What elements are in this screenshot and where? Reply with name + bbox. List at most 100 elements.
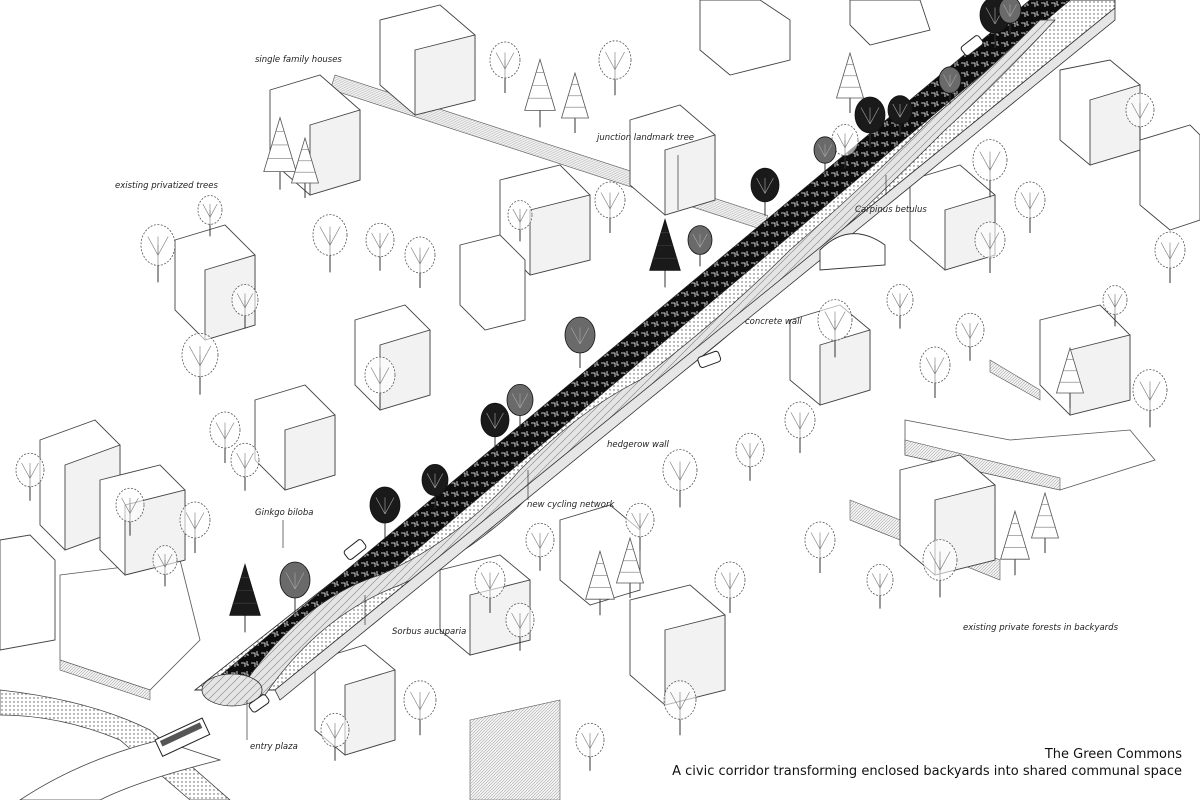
deciduous-tree [1102,285,1128,327]
deciduous-tree [320,712,350,761]
deciduous-tree [1014,181,1046,233]
house [1039,304,1131,416]
label-hedgerow-wall: hedgerow wall [607,440,669,450]
deciduous-tree [662,449,698,508]
deciduous-tree [480,402,510,451]
conifer-tree [585,549,615,616]
house [354,304,431,411]
deciduous-tree [115,487,145,536]
house [849,0,931,46]
title-block: The Green Commons A civic corridor trans… [672,746,1182,780]
label-existing-privatized-trees: existing privatized trees [115,181,218,191]
deciduous-tree [507,200,533,242]
label-new-cycling-network: new cycling network [527,500,615,510]
deciduous-tree [886,283,914,329]
conifer-tree [1055,346,1085,408]
deciduous-tree [152,545,178,587]
conifer-tree [1000,509,1030,576]
label-entry-plaza: entry plaza [250,742,298,752]
conifer-tree [263,116,297,190]
deciduous-tree [750,167,780,216]
deciduous-tree [784,401,816,453]
deciduous-tree [714,561,746,613]
deciduous-tree [663,680,697,736]
deciduous-tree [625,502,655,551]
tree-layer [15,0,1186,771]
deciduous-tree [831,124,859,169]
deciduous-tree [866,564,894,609]
deciduous-tree [179,501,211,553]
conifer-tree [524,58,556,128]
car [248,694,270,713]
car [697,350,722,368]
deciduous-tree [140,224,176,283]
deciduous-tree [922,539,958,598]
deciduous-tree [505,602,535,651]
deciduous-tree [181,332,219,395]
conifer-tree [649,218,681,288]
deciduous-tree [364,356,396,408]
deciduous-tree [474,561,506,613]
deciduous-tree [506,383,534,429]
house [459,234,526,331]
deciduous-tree [279,561,311,613]
deciduous-tree [365,222,395,271]
deciduous-tree [1154,231,1186,283]
deciduous-tree [403,680,437,736]
car [343,539,367,560]
conifer-tree [615,536,645,598]
house [629,104,716,216]
streets [0,689,231,800]
deciduous-tree [564,316,596,368]
deciduous-tree [209,411,241,463]
deciduous-tree [231,283,259,329]
label-ginkgo-biloba: Ginkgo biloba [255,508,314,518]
buildings [0,0,1200,756]
green-corridor [193,0,1116,707]
deciduous-tree [955,312,985,361]
deciduous-tree [15,452,45,501]
deciduous-tree [1125,92,1155,141]
deciduous-tree [525,522,555,571]
label-existing-private-forests: existing private forests in backyards [963,623,1119,633]
house [1139,124,1200,231]
drawing-subtitle: A civic corridor transforming enclosed b… [672,764,1182,779]
deciduous-tree [919,346,951,398]
deciduous-tree [598,40,632,96]
conifer-tree [290,136,320,198]
deciduous-tree [938,66,962,105]
deciduous-tree [817,299,853,358]
deciduous-tree [369,486,401,538]
label-carpinus-betulus: Carpinus betulus [855,205,927,215]
deciduous-tree [854,96,886,148]
label-junction-landmark-tree: junction landmark tree [597,133,695,143]
house [499,164,591,276]
label-single-family-houses: single family houses [255,55,342,65]
deciduous-tree [575,722,605,771]
label-sorbus-aucuparia: Sorbus aucuparia [392,627,467,637]
house [789,304,871,406]
deciduous-tree [312,214,348,273]
deciduous-tree [887,95,913,137]
drawing-title: The Green Commons [1044,747,1182,762]
conifer-tree [229,563,261,633]
vehicles [154,35,984,757]
conifer-tree [835,51,865,113]
house [699,0,791,76]
house [909,164,996,271]
deciduous-tree [687,225,713,267]
deciduous-tree [735,432,765,481]
car [960,35,984,56]
house [1059,59,1141,166]
deciduous-tree [489,41,521,93]
conifer-tree [560,71,590,133]
house [439,554,531,656]
label-concrete-wall: concrete wall [745,317,802,327]
deciduous-tree [804,521,836,573]
deciduous-tree [998,0,1022,35]
conifer-tree [1030,491,1060,553]
leader-lines [246,155,887,740]
house [0,534,56,651]
deciduous-tree [421,463,449,509]
